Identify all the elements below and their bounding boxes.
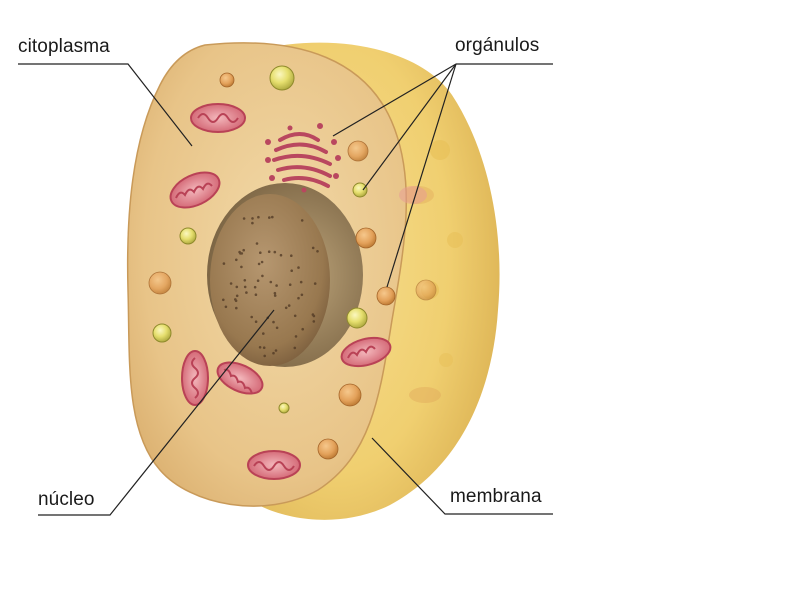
nuclear-pore: [290, 269, 294, 273]
nuclear-pore: [238, 250, 241, 254]
nuclear-pore: [254, 320, 258, 324]
nuclear-pore: [271, 215, 274, 219]
nuclear-pore: [258, 346, 262, 349]
nuclear-pore: [267, 250, 271, 253]
nuclear-pore: [242, 217, 246, 220]
nuclear-pore: [301, 327, 305, 331]
nuclear-pore: [263, 354, 267, 358]
nuclear-pore: [287, 304, 291, 307]
nuclear-pore: [293, 346, 297, 350]
nuclear-pore: [222, 298, 225, 302]
nuclear-pore: [235, 294, 239, 298]
nuclear-pore: [234, 299, 238, 303]
nuclear-pore: [251, 217, 254, 220]
nuclear-pore: [245, 291, 248, 294]
nuclear-pore: [297, 296, 300, 300]
nuclear-pore: [272, 320, 275, 324]
nuclear-pore: [294, 335, 298, 338]
nuclear-pore: [255, 242, 259, 245]
nuclear-pore: [273, 250, 277, 254]
leader-citoplasma: [18, 63, 193, 147]
nuclear-pore: [243, 285, 247, 289]
label-citoplasma: citoplasma: [18, 36, 110, 57]
nuclear-pore: [268, 216, 271, 219]
nuclear-pore: [224, 305, 228, 309]
nuclear-pore: [242, 248, 245, 252]
nuclear-pore: [293, 314, 297, 318]
leader-nucleo: [38, 309, 275, 516]
nuclear-pore: [269, 280, 273, 284]
mitochondria: [169, 103, 427, 480]
nuclear-pore: [279, 253, 283, 257]
nuclear-pore: [274, 349, 278, 352]
nuclear-pore: [312, 320, 316, 323]
vesicles-green: [152, 65, 368, 414]
leader-organulo-orange: [386, 63, 457, 288]
nuclear-pore: [251, 221, 254, 225]
label-membrana: membrana: [450, 486, 542, 507]
label-organulos: orgánulos: [455, 35, 540, 56]
golgi-apparatus: [272, 132, 332, 188]
nuclear-pore: [260, 260, 264, 264]
nuclear-pore: [273, 291, 277, 295]
nuclear-pore: [273, 294, 277, 297]
nuclear-pore: [262, 346, 266, 350]
nuclear-pore: [235, 306, 238, 310]
nuclear-pore: [253, 285, 257, 289]
nuclear-pore: [261, 274, 264, 278]
nuclear-pore: [257, 262, 261, 266]
nuclear-pore: [275, 284, 278, 287]
nuclear-pore: [243, 279, 247, 282]
nuclear-pore: [312, 314, 316, 318]
nuclear-pore: [272, 351, 275, 355]
leader-organulo-vesicle: [362, 63, 457, 191]
nuclear-pore: [235, 285, 239, 289]
leader-membrana: [371, 437, 553, 515]
nuclear-pore: [299, 280, 303, 284]
leader-organulo-golgi: [332, 63, 457, 137]
vesicles-orange: [148, 72, 437, 460]
nuclear-pore: [229, 282, 233, 285]
nuclear-pore: [257, 215, 260, 219]
nuclear-pore: [300, 293, 304, 297]
nuclear-pore: [284, 306, 288, 310]
nuclear-pore: [262, 332, 265, 335]
nuclear-pore: [290, 254, 293, 257]
nuclear-pore: [316, 250, 319, 253]
nuclear-pore: [254, 293, 258, 297]
nucleus-pores: [222, 215, 319, 358]
nuclear-pore: [256, 279, 260, 283]
nuclear-pore: [297, 266, 300, 269]
nuclear-pore: [240, 265, 243, 269]
nuclear-pore: [222, 262, 226, 265]
nuclear-pore: [275, 326, 279, 330]
nuclear-pore: [313, 282, 317, 285]
nuclear-pore: [250, 315, 253, 319]
nucleus: [210, 194, 330, 366]
nuclear-pore: [288, 283, 292, 287]
nuclear-pore: [311, 246, 315, 250]
leader-lines: [18, 63, 553, 516]
label-nucleo: núcleo: [38, 489, 95, 510]
nuclear-pore: [300, 219, 304, 222]
nuclear-pore: [259, 251, 262, 254]
nuclear-pore: [235, 258, 238, 262]
